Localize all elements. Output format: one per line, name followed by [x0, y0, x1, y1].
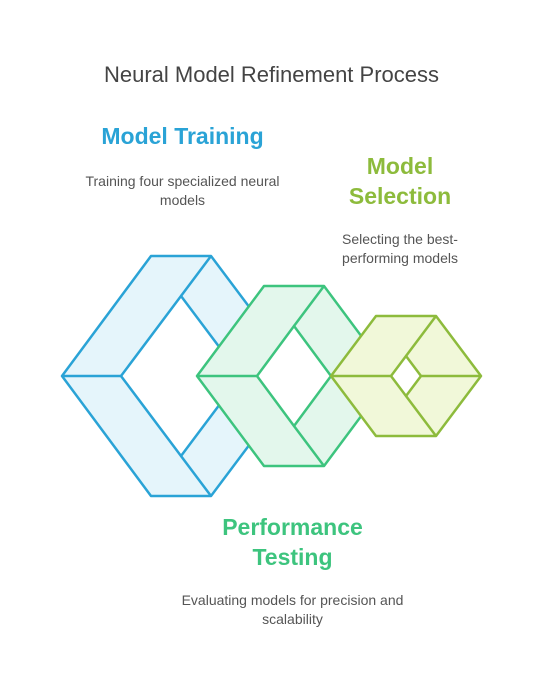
model-training-title: Model Training — [101, 123, 264, 149]
training-shape-facet — [180, 455, 212, 497]
testing-shape-facet — [293, 285, 325, 327]
testing-shape — [195, 284, 393, 468]
selection-shape-facet — [405, 395, 437, 437]
performance-testing-description: Evaluating models for precision and scal… — [181, 592, 404, 627]
performance-testing-title: Performance Testing — [222, 514, 363, 570]
model-selection-description: Selecting the best-performing models — [342, 231, 458, 266]
diagram-title: Neural Model Refinement Process — [103, 62, 440, 87]
selection-shape — [329, 314, 483, 438]
selection-shape-facet — [405, 315, 437, 357]
model-training-description: Training four specialized neural models — [85, 173, 280, 208]
testing-shape-facet — [293, 425, 325, 467]
training-shape-facet — [180, 255, 212, 297]
model-selection-title: Model Selection — [348, 153, 452, 209]
